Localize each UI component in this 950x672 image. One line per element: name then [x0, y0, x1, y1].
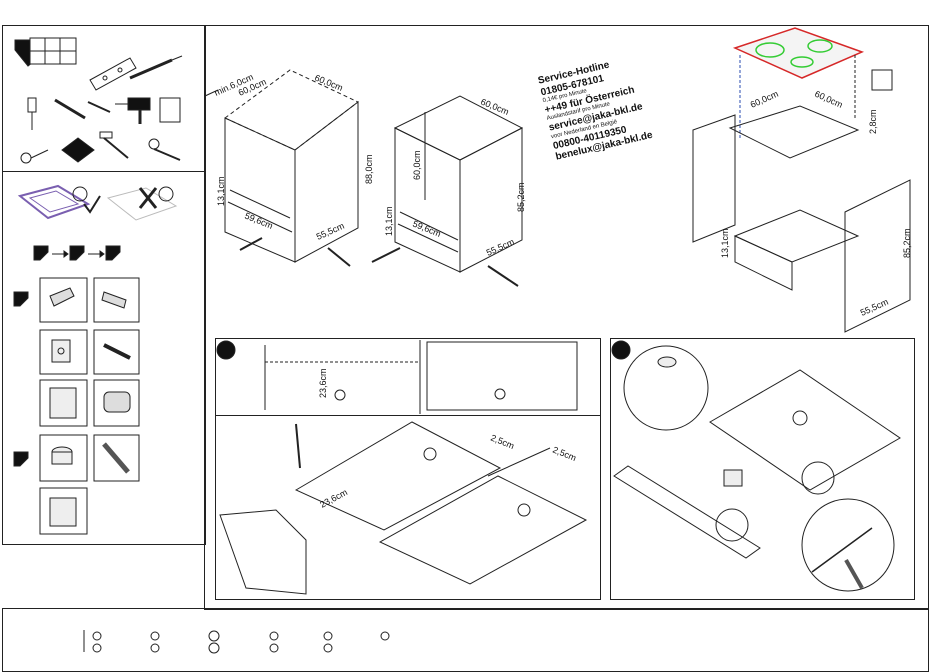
awl-icon [87, 101, 111, 113]
step-2-detail-top [623, 345, 709, 431]
dim-step2-depth: 23,6cm [318, 487, 349, 510]
dim-step1-depth: 23,6cm [318, 368, 328, 398]
part-threaded-rod [93, 434, 140, 482]
main-area [204, 25, 929, 610]
step-marker-a [13, 291, 29, 307]
step-1-detail [264, 340, 578, 414]
dims-step-2: 2,5cm 2,5cm 23,6cm [318, 433, 577, 510]
spirit-level-icon [89, 57, 137, 91]
dim-b-inner-d: 55,5cm [485, 237, 516, 258]
dim-c-w: 60,0cm [749, 89, 780, 110]
part-bracket [39, 329, 88, 375]
dim-b-height-inner: 60,0cm [412, 150, 422, 180]
dims-cabinet-b: 60,0cm 60,0cm 85,2cm 13,1cm 59,6cm 55,5c… [384, 97, 526, 258]
cabinet-a [204, 69, 359, 267]
step-2-panel [610, 338, 915, 600]
drill-icon [115, 97, 151, 124]
dim-c-gap: 2,8cm [868, 109, 878, 134]
dim-b-inner-w: 59,6cm [411, 219, 442, 239]
screwdriver-2-icon [54, 98, 86, 120]
step-2-board [709, 369, 901, 495]
tape-measure-icon [20, 149, 49, 164]
wall-plug-icon [27, 97, 37, 130]
level-box-icon [159, 97, 181, 123]
screwdriver-icon [129, 55, 183, 80]
dim-b-height: 85,2cm [516, 182, 526, 212]
step-1-number [216, 340, 236, 360]
part-spacer [39, 487, 88, 535]
dim-step2-offset-b: 2,5cm [551, 445, 577, 463]
dim-b-bottom-h: 13,1cm [384, 206, 394, 236]
step-2-rail [613, 465, 761, 559]
dim-bottom-h: 13,1cm [216, 176, 226, 206]
step-2-detail-bottom [801, 498, 895, 592]
part-cam-bolt [39, 277, 88, 323]
step-1-detail-strip [215, 338, 601, 416]
step-1-panels [219, 421, 588, 595]
correct-surface-icon [17, 184, 101, 220]
part-screw [93, 329, 140, 375]
parts-grid-icon [29, 37, 77, 65]
dims-step-1: 23,6cm [318, 368, 328, 398]
dims-cabinet-a: min.6,0cm 60,0cm 60,0cm 88,0cm 13,1cm 59… [213, 72, 374, 242]
dim-inner-d: 55,5cm [315, 221, 346, 242]
cloth-icon [61, 137, 95, 163]
hammer-icon [99, 131, 129, 159]
hob-top [732, 27, 865, 140]
dim-c-height: 85,2cm [902, 228, 912, 258]
step-2-number [611, 340, 631, 360]
part-dowel [93, 277, 140, 323]
dims-cabinet-c: 60,0cm 60,0cm 2,8cm 13,1cm 85,2cm 55,5cm [720, 89, 912, 318]
cabinet-b [371, 95, 524, 287]
dim-step2-offset-a: 2,5cm [489, 433, 515, 451]
step-marker-b [13, 451, 29, 467]
footer-rings [83, 630, 390, 654]
dim-c-d: 60,0cm [813, 89, 844, 110]
step-sequence [33, 245, 121, 261]
part-hinge-plate [39, 379, 88, 427]
cabinet-c [692, 69, 911, 333]
dim-height: 88,0cm [364, 154, 374, 184]
part-cam-lock [39, 434, 88, 482]
dim-inner-w: 59,6cm [243, 211, 274, 231]
part-connector [93, 379, 140, 427]
dim-c-bottom-h: 13,1cm [720, 228, 730, 258]
dim-c-depth: 55,5cm [859, 297, 890, 318]
dim-depth-top: 60,0cm [313, 73, 344, 93]
cam-drill-icon [148, 138, 181, 161]
wrong-surface-icon [106, 186, 178, 221]
